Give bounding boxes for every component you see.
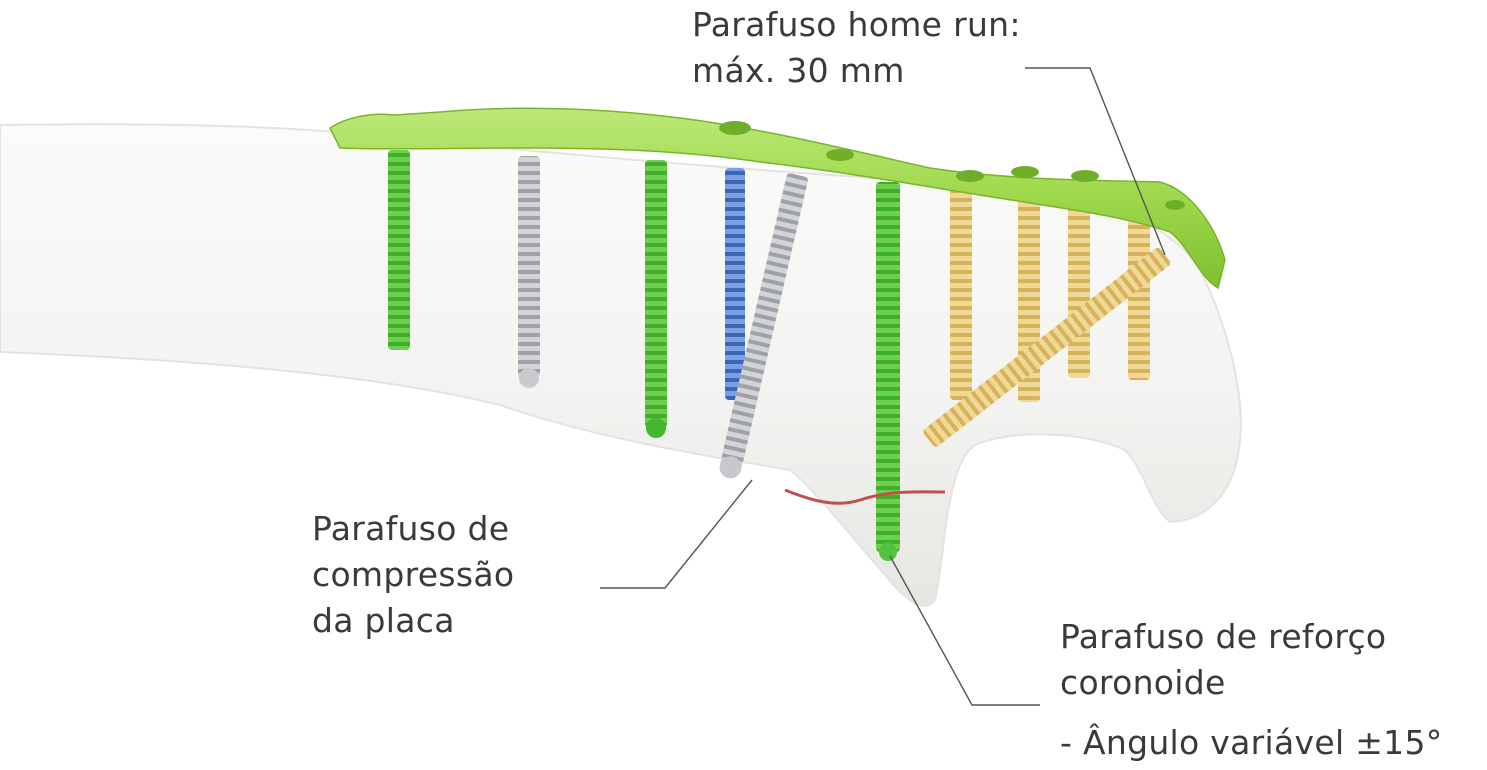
locking-screw-2-tip (646, 418, 666, 438)
label-coronoid-line2: coronoide (1060, 663, 1226, 702)
olecranon-screw-1 (950, 188, 972, 400)
leader-line-coronoid (889, 555, 1040, 706)
olecranon-plate (329, 107, 1226, 290)
plate-hole-1 (719, 121, 751, 135)
locking-screw-1 (388, 150, 410, 350)
compression-screw (719, 173, 808, 479)
leader-line-compression (600, 479, 753, 589)
label-home-run-screw: Parafuso home run: máx. 30 mm (692, 2, 1021, 94)
fracture-line (784, 488, 946, 505)
plate-hole-4 (1011, 166, 1039, 178)
label-compression-line3: da placa (312, 601, 455, 640)
label-coronoid-screw: Parafuso de reforço coronoide (1060, 614, 1386, 706)
label-home-run-line2: máx. 30 mm (692, 51, 905, 90)
olecranon-screw-4 (1128, 210, 1150, 380)
plate-hole-2 (826, 149, 854, 161)
label-compression-line1: Parafuso de (312, 509, 510, 548)
cortical-screw-1 (518, 156, 540, 378)
leader-line-home-run (1025, 67, 1166, 256)
coronoid-buttress-screw (876, 182, 900, 552)
label-angle-text: - Ângulo variável ±15° (1060, 723, 1443, 762)
home-run-screw (923, 247, 1171, 447)
plate-hole-5 (1071, 170, 1099, 182)
plate-hole-3 (956, 170, 984, 182)
ulna-bone (0, 123, 1242, 607)
olecranon-screw-3 (1068, 200, 1090, 378)
cortical-screw-1-tip (519, 368, 539, 388)
label-home-run-line1: Parafuso home run: (692, 5, 1021, 44)
label-variable-angle: - Ângulo variável ±15° (1060, 720, 1443, 766)
label-compression-screw: Parafuso de compressão da placa (312, 506, 514, 644)
label-compression-line2: compressão (312, 555, 515, 594)
coronoid-screw-tip (879, 543, 897, 561)
blue-screw (725, 168, 745, 400)
locking-screw-2 (645, 160, 667, 428)
plate-hole-6 (1165, 200, 1185, 210)
label-coronoid-line1: Parafuso de reforço (1060, 617, 1387, 656)
